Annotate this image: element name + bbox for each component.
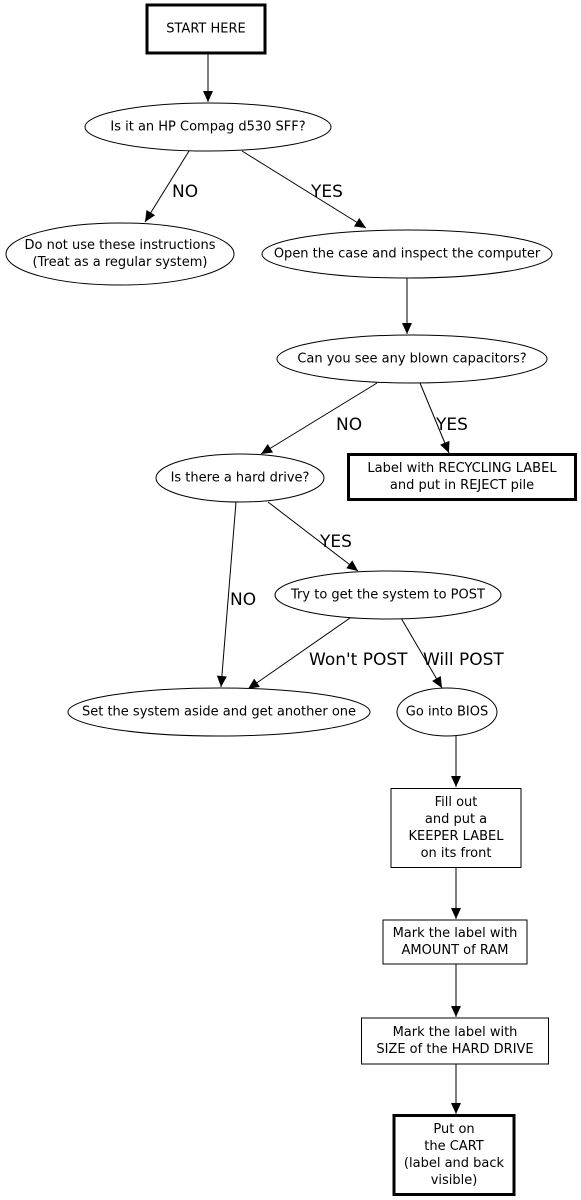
- arrowhead: [402, 323, 412, 334]
- edge-hdd-no: [216, 501, 237, 688]
- decision-ellipse: [155, 453, 325, 503]
- arrowhead: [203, 91, 213, 102]
- node-text: Go into BIOS: [406, 705, 488, 720]
- decision-ellipse: [274, 570, 502, 620]
- node-set-aside: Set the system aside and get another one: [67, 687, 371, 737]
- arrowhead: [451, 776, 461, 787]
- edge-line: [419, 382, 450, 454]
- edge-label-post-will: Will POST: [423, 650, 504, 670]
- node-open-case: Open the case and inspect the computer: [261, 229, 553, 279]
- node-text: the CART: [424, 1139, 484, 1154]
- edge-line: [260, 382, 378, 455]
- node-text: Is there a hard drive?: [171, 471, 310, 486]
- process-box: [382, 919, 528, 965]
- node-q-capacitors: Can you see any blown capacitors?: [276, 334, 548, 384]
- node-no-instructions: Do not use these instructions (Treat as a…: [5, 222, 235, 286]
- decision-ellipse: [67, 687, 371, 737]
- edge-label-hp-yes: YES: [310, 182, 343, 202]
- arrowhead: [451, 1006, 461, 1017]
- edge-cap-no: [260, 382, 378, 455]
- edge-label-post-wont: Won't POST: [309, 650, 408, 670]
- arrowhead: [216, 675, 227, 687]
- node-text: (Treat as a regular system): [33, 255, 208, 270]
- edge-hdd-to-cart: [451, 1064, 461, 1114]
- edge-label-hp-no: NO: [172, 182, 198, 202]
- node-text: Is it an HP Compag d530 SFF?: [110, 120, 305, 135]
- edge-label-cap-no: NO: [336, 415, 362, 435]
- node-try-post: Try to get the system to POST: [274, 570, 502, 620]
- edge-hp-yes: [241, 150, 367, 229]
- node-text: visible): [431, 1173, 478, 1188]
- node-text: SIZE of the HARD DRIVE: [376, 1042, 533, 1057]
- process-box: [392, 1114, 516, 1196]
- node-text: KEEPER LABEL: [409, 829, 505, 844]
- node-text: Put on: [433, 1122, 474, 1137]
- node-text: Do not use these instructions: [24, 238, 215, 253]
- arrowhead: [145, 210, 156, 222]
- edge-label-hdd-yes: YES: [319, 532, 352, 552]
- arrowhead: [354, 217, 366, 228]
- edge-ram-to-hdd: [451, 964, 461, 1017]
- node-text: and put a: [425, 812, 487, 827]
- node-text: Label with RECYCLING LABEL: [367, 461, 557, 476]
- node-q-hdd: Is there a hard drive?: [155, 453, 325, 503]
- arrowhead: [451, 1103, 461, 1114]
- edge-post-wont: [247, 617, 351, 690]
- edge-line: [247, 617, 351, 690]
- node-text: Set the system aside and get another one: [82, 705, 356, 720]
- edge-line: [220, 501, 237, 688]
- node-text: and put in REJECT pile: [390, 478, 534, 493]
- edge-hdd-yes: [267, 501, 359, 572]
- node-text: Can you see any blown capacitors?: [297, 352, 526, 367]
- edge-cap-yes: [419, 382, 450, 454]
- decision-ellipse: [276, 334, 548, 384]
- edge-bios-to-fill: [451, 736, 461, 787]
- edge-line: [241, 150, 367, 229]
- node-bios: Go into BIOS: [396, 687, 498, 737]
- arrowhead: [346, 560, 358, 571]
- node-recycle: Label with RECYCLING LABEL and put in REJ…: [347, 453, 577, 501]
- arrowhead: [451, 908, 461, 919]
- node-text: Mark the label with: [393, 1025, 518, 1040]
- edge-line: [400, 617, 443, 689]
- edge-label-hdd-no: NO: [230, 590, 256, 610]
- node-start: START HERE: [145, 3, 267, 55]
- node-text: on its front: [421, 846, 492, 861]
- edge-hp-no: [144, 150, 190, 223]
- arrowhead: [432, 675, 442, 688]
- process-box: [347, 453, 577, 501]
- arrowhead: [440, 440, 450, 453]
- process-box: [390, 788, 522, 868]
- edge-open-to-cap: [402, 278, 412, 334]
- node-text: Mark the label with: [393, 926, 518, 941]
- edge-line: [267, 501, 359, 572]
- arrowhead: [248, 678, 260, 689]
- decision-ellipse: [396, 687, 498, 737]
- node-text: Try to get the system to POST: [290, 588, 485, 603]
- edge-post-will: [400, 617, 443, 689]
- node-text: Open the case and inspect the computer: [274, 247, 541, 262]
- process-box: [145, 3, 267, 55]
- edge-start-to-hp: [203, 53, 213, 102]
- node-fill-out: Fill out and put a KEEPER LABEL on its fron…: [390, 788, 522, 868]
- process-box: [361, 1017, 549, 1065]
- node-cart: Put on the CART (label and back visible): [392, 1114, 516, 1196]
- edge-line: [144, 150, 190, 223]
- node-text: (label and back: [404, 1156, 505, 1171]
- node-text: AMOUNT of RAM: [402, 943, 509, 958]
- node-text: START HERE: [166, 22, 245, 37]
- edge-fill-to-ram: [451, 868, 461, 919]
- edge-label-cap-yes: YES: [435, 415, 468, 435]
- node-text: Fill out: [435, 795, 478, 810]
- decision-ellipse: [84, 102, 332, 152]
- arrowhead: [261, 443, 273, 454]
- decision-ellipse: [5, 222, 235, 286]
- decision-ellipse: [261, 229, 553, 279]
- node-q-hp: Is it an HP Compag d530 SFF?: [84, 102, 332, 152]
